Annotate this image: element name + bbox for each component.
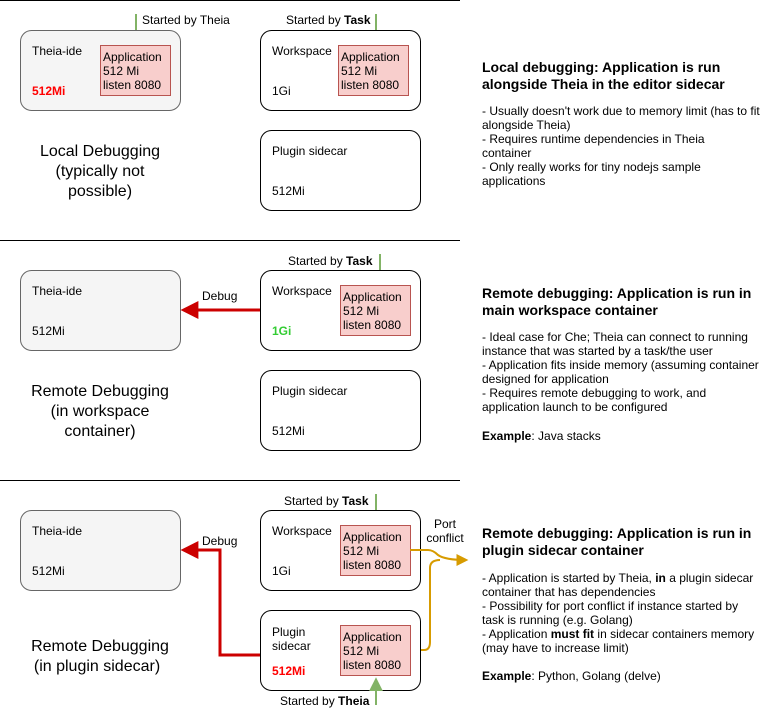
application-label: Application	[103, 50, 162, 64]
plugin-sidecar-label: Plugin sidecar	[272, 144, 347, 158]
application-memory: 512 Mi	[343, 304, 379, 318]
section-note: - Application is started by Theia, in a …	[482, 571, 753, 585]
section-example: Example: Python, Golang (delve)	[482, 669, 661, 683]
workspace-label: Workspace	[272, 44, 332, 58]
section-note: - Usually doesn't work due to memory lim…	[482, 104, 760, 118]
section-title: Local debugging: Application is run	[482, 59, 720, 75]
workspace-memory: 1Gi	[272, 84, 291, 98]
application-port: listen 8080	[343, 658, 401, 672]
application-port: listen 8080	[103, 78, 161, 92]
section-title: plugin sidecar container	[482, 542, 644, 558]
application-memory: 512 Mi	[343, 544, 379, 558]
application-memory: 512 Mi	[343, 644, 379, 658]
section-note: container that has dependencies	[482, 585, 655, 599]
port-conflict-arrow-plugin	[410, 559, 441, 651]
section-note: - Requires remote debugging to work, and	[482, 386, 706, 400]
plugin-sidecar-box	[260, 130, 421, 211]
section-example: Example: Java stacks	[482, 429, 601, 443]
theia-ide-box	[20, 270, 181, 351]
theia-ide-box	[20, 510, 181, 591]
plugin-sidecar-label: sidecar	[272, 639, 311, 653]
section-local-debugging: Started by Theia Theia-ide 512Mi Applica…	[20, 13, 760, 211]
section-note: applications	[482, 174, 545, 188]
section-caption: Remote Debugging	[31, 383, 169, 400]
theia-ide-label: Theia-ide	[32, 44, 82, 58]
started-by-task-label: Started by Task	[286, 13, 371, 27]
application-label: Application	[343, 530, 402, 544]
plugin-sidecar-label: Plugin sidecar	[272, 384, 347, 398]
section-caption: (in workspace	[51, 403, 150, 420]
section-note: - Application must fit in sidecar contai…	[482, 627, 754, 641]
section-title: alongside Theia in the editor sidecar	[482, 76, 725, 92]
section-note: container	[482, 146, 531, 160]
section-title: Remote debugging: Application is run in	[482, 285, 751, 301]
section-title: Remote debugging: Application is run in	[482, 525, 751, 541]
section-caption: Local Debugging	[40, 143, 160, 160]
plugin-sidecar-label: Plugin	[272, 625, 305, 639]
application-port: listen 8080	[341, 78, 399, 92]
application-label: Application	[343, 630, 402, 644]
section-caption: (in plugin sidecar)	[34, 658, 160, 675]
section-note: - Ideal case for Che; Theia can connect …	[482, 330, 748, 344]
section-caption: (typically not	[56, 163, 145, 180]
theia-ide-label: Theia-ide	[32, 524, 82, 538]
application-port: listen 8080	[343, 558, 401, 572]
plugin-sidecar-box	[260, 370, 421, 451]
plugin-sidecar-memory: 512Mi	[272, 664, 305, 678]
section-note: task is running (e.g. Golang)	[482, 613, 633, 627]
theia-ide-label: Theia-ide	[32, 284, 82, 298]
application-memory: 512 Mi	[103, 64, 139, 78]
plugin-sidecar-memory: 512Mi	[272, 184, 305, 198]
debug-label: Debug	[202, 289, 237, 303]
section-title: main workspace container	[482, 302, 658, 318]
started-by-task-label: Started by Task	[288, 254, 373, 268]
port-conflict-label: conflict	[426, 531, 464, 545]
section-note: - Possibility for port conflict if insta…	[482, 599, 738, 613]
section-caption: container)	[64, 423, 135, 440]
section-note: instance that was started by a task/the …	[482, 344, 713, 358]
section-note: designed for application	[482, 372, 609, 386]
application-box	[340, 525, 411, 576]
section-note: (may have to increase limit)	[482, 641, 629, 655]
section-note: - Application fits inside memory (assumi…	[482, 358, 759, 372]
theia-memory: 512Mi	[32, 84, 65, 98]
application-box	[338, 45, 409, 96]
debug-label: Debug	[202, 534, 237, 548]
workspace-label: Workspace	[272, 524, 332, 538]
theia-memory: 512Mi	[32, 564, 65, 578]
section-note: - Requires runtime dependencies in Theia	[482, 132, 705, 146]
application-memory: 512 Mi	[341, 64, 377, 78]
section-note: application launch to be configured	[482, 400, 667, 414]
section-remote-debugging-workspace: Started by Task Theia-ide 512Mi Debug Wo…	[20, 254, 759, 451]
application-box	[340, 285, 411, 336]
section-caption: Remote Debugging	[31, 638, 169, 655]
port-conflict-arrow-workspace	[410, 549, 469, 566]
application-label: Application	[341, 50, 400, 64]
theia-memory: 512Mi	[32, 324, 65, 338]
section-note: alongside Theia)	[482, 118, 571, 132]
section-remote-debugging-plugin: Started by Task Theia-ide 512Mi Debug Wo…	[20, 494, 754, 708]
started-by-task-label: Started by Task	[284, 494, 369, 508]
started-by-theia-label: Started by Theia	[280, 694, 370, 708]
started-by-theia-label: Started by Theia	[142, 13, 230, 27]
application-label: Application	[343, 290, 402, 304]
application-port: listen 8080	[343, 318, 401, 332]
application-box	[100, 45, 171, 96]
workspace-memory: 1Gi	[272, 324, 291, 338]
workspace-label: Workspace	[272, 284, 332, 298]
section-caption: possible)	[68, 183, 132, 200]
application-box	[340, 625, 411, 676]
workspace-memory: 1Gi	[272, 564, 291, 578]
port-conflict-label: Port	[434, 517, 457, 531]
section-note: - Only really works for tiny nodejs samp…	[482, 160, 701, 174]
plugin-sidecar-memory: 512Mi	[272, 424, 305, 438]
